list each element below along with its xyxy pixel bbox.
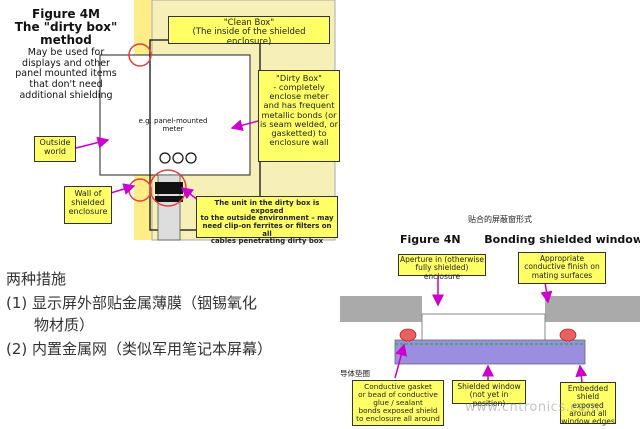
fig4m-title: Figure 4M The "dirty box" method <box>12 7 120 48</box>
connector-1 <box>159 152 171 164</box>
notes-item1-line1: (1) 显示屏外部贴金属薄膜（铟锡氧化 <box>6 294 258 312</box>
window-aperture <box>421 313 546 343</box>
gasket-label: Conductive gasket or bead of conductive … <box>352 380 444 426</box>
dirty-box-label: "Dirty Box" - completely enclose meter a… <box>258 70 340 162</box>
arrow-gasket <box>394 343 408 379</box>
arrow-outside-world <box>75 136 110 149</box>
watermark: www.cntronics.com <box>465 400 600 415</box>
aperture-line: Aperture in (otherwise <box>399 255 485 264</box>
finish-line: Appropriate <box>539 254 585 263</box>
gasket-line: glue / sealant <box>373 398 423 408</box>
fig4m-subtitle-line: May be used for <box>27 47 105 58</box>
fig4m-title-line1: Figure 4M <box>32 7 100 21</box>
outside-world-label: Outside world <box>34 136 76 162</box>
exposed-note-line: The unit in the dirty box is exposed <box>214 199 320 215</box>
arrow-dirty-box <box>230 119 263 132</box>
wall-label-line: Wall of <box>74 189 102 198</box>
meter-label: e.g. panel-mounted meter <box>118 117 228 134</box>
outside-world-line: world <box>43 146 67 156</box>
gasket-left <box>399 328 417 342</box>
meter-label-line2: meter <box>162 124 184 133</box>
fig4m-subtitle-line: that don't need <box>29 78 103 90</box>
arrow-finish <box>540 281 553 304</box>
embedded-line: shield exposed <box>572 392 604 410</box>
exposed-note-line: need clip-on ferrites or filters on all <box>202 222 332 238</box>
dirty-box-line: and has frequent <box>263 100 335 111</box>
window-line: Shielded window <box>457 382 521 391</box>
exposed-note-line: to the outside environment – may <box>200 214 334 223</box>
fig4m-subtitle-line: panel mounted items <box>15 68 117 80</box>
connector-2 <box>172 152 184 164</box>
exposed-note: The unit in the dirty box is exposed to … <box>196 196 338 245</box>
bond-circle-top <box>128 43 152 67</box>
connector-3 <box>185 152 197 164</box>
shielded-window-label: Shielded window (not yet in position) <box>452 380 526 407</box>
fig4n-title-right: Bonding shielded windows <box>484 233 640 246</box>
gasket-line: or bead of conductive <box>358 390 438 400</box>
wall-label: Wall of shielded enclosure <box>64 186 112 224</box>
notes-item1-line2: 物材质） <box>34 316 95 334</box>
ferrite-clip-2 <box>155 196 183 202</box>
finish-line: conductive finish on <box>524 262 600 272</box>
outside-world-line: Outside <box>39 138 71 147</box>
gasket-right <box>559 328 577 342</box>
conductive-finish-label: Appropriate conductive finish on mating … <box>518 252 606 284</box>
embedded-label: Embedded shield exposed around all windo… <box>560 382 616 426</box>
meter-label-line1: e.g. panel-mounted <box>138 117 208 125</box>
clean-box-desc: (The inside of the shielded enclosure) <box>192 27 306 47</box>
arrow-embedded <box>575 364 588 383</box>
dirty-box-line: enclosure wall <box>269 136 329 147</box>
wall-label-line: enclosure <box>68 206 108 216</box>
window-line: (not yet in position) <box>469 390 509 408</box>
enclosure-plate-left <box>340 296 422 322</box>
dirty-box-line: is seam welded, or <box>259 118 339 129</box>
fig4m-subtitle-line: additional shielding <box>19 89 113 101</box>
gasket-line: Conductive gasket <box>364 382 432 391</box>
gasket-line: to enclosure all around <box>356 414 440 424</box>
clean-box-label: "Clean Box" (The inside of the shielded … <box>168 16 330 47</box>
wall-label-line: shielded <box>71 197 105 207</box>
ferrite-clip <box>155 182 183 194</box>
gasket-line: bonds exposed shield <box>358 406 438 416</box>
fig4m-subtitle-line: displays and other <box>22 57 110 69</box>
embedded-line: window edges <box>561 417 615 426</box>
fig4m-subtitle: May be used for displays and other panel… <box>6 47 126 101</box>
fig4m-title-line3: method <box>40 33 92 48</box>
embedded-line: Embedded <box>567 384 609 393</box>
finish-line: mating surfaces <box>531 270 593 280</box>
fig4n-title: Figure 4N Bonding shielded windows <box>400 233 640 246</box>
aperture-line: fully shielded) enclosure <box>415 263 469 281</box>
notes-item2: (2) 内置金属网（类似军用笔记本屏幕） <box>6 340 273 358</box>
fig4n-caption-cn: 贴合的屏蔽窗形式 <box>468 215 532 224</box>
clean-box-title: "Clean Box" <box>223 18 275 28</box>
enclosure-plate-right <box>545 296 640 322</box>
notes-heading: 两种措施 <box>6 270 67 288</box>
dirty-box-line: enclose meter <box>269 91 329 102</box>
dirty-box-line: - completely <box>273 82 325 93</box>
gasket-cn-label: 导体垫圈 <box>340 369 370 378</box>
embedded-line: around all <box>569 408 607 418</box>
dirty-box-line: metallic bonds (or <box>261 109 337 120</box>
fig4n-title-left: Figure 4N <box>400 233 461 246</box>
dirty-box-line: "Dirty Box" <box>276 73 322 83</box>
fig4m-title-line2: The "dirty box" <box>14 20 118 35</box>
dirty-box-line: gasketted) to <box>271 127 327 138</box>
aperture-label: Aperture in (otherwise fully shielded) e… <box>398 254 486 280</box>
exposed-note-line: cables penetrating dirty box <box>210 237 324 246</box>
arrow-exposed-unit <box>180 187 199 201</box>
